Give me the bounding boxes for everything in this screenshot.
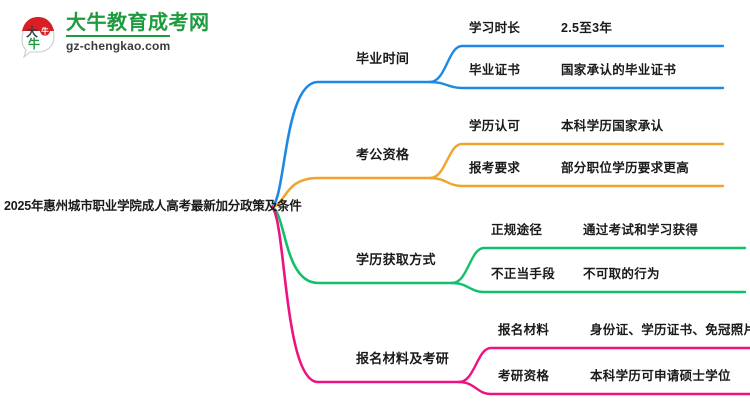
site-logo: 牛 大 牛 大牛教育成考网 gz-chengkao.com xyxy=(14,8,210,60)
leaf-value-3-1: 通过考试和学习获得 xyxy=(583,223,699,237)
leaf-value-4-2: 本科学历可申请硕士学位 xyxy=(590,369,731,383)
root-topic: 2025年惠州城市职业学院成人高考最新加分政策及条件 xyxy=(4,199,302,213)
daniu-logo-icon: 牛 大 牛 xyxy=(21,17,55,58)
subbranch-label-4-1: 报名材料 xyxy=(498,323,550,337)
logo-domain: gz-chengkao.com xyxy=(66,35,171,54)
subbranch-label-3-2: 不正当手段 xyxy=(491,267,556,281)
svg-text:牛: 牛 xyxy=(28,36,40,51)
leaf-value-2-2: 部分职位学历要求更高 xyxy=(561,161,690,175)
logo-brand-name: 大牛教育成考网 xyxy=(66,12,210,34)
subbranch-label-2-1: 学历认可 xyxy=(469,119,521,133)
svg-text:大: 大 xyxy=(26,24,38,39)
leaf-value-1-1: 2.5至3年 xyxy=(561,21,613,35)
subbranch-label-1-2: 毕业证书 xyxy=(469,63,521,77)
leaf-value-1-2: 国家承认的毕业证书 xyxy=(561,63,677,77)
branch-label-4: 报名材料及考研 xyxy=(356,351,450,366)
branch-label-3: 学历获取方式 xyxy=(356,252,436,267)
branch-label-1: 毕业时间 xyxy=(356,51,410,66)
leaf-value-2-1: 本科学历国家承认 xyxy=(561,119,664,133)
leaf-value-4-1: 身份证、学历证书、免冠照片 xyxy=(590,323,750,337)
subbranch-label-3-1: 正规途径 xyxy=(491,223,543,237)
subbranch-label-1-1: 学习时长 xyxy=(469,21,521,35)
branch-label-2: 考公资格 xyxy=(356,147,410,162)
subbranch-label-4-2: 考研资格 xyxy=(498,369,550,383)
svg-text:牛: 牛 xyxy=(41,25,49,35)
leaf-value-3-2: 不可取的行为 xyxy=(583,267,660,281)
subbranch-label-2-2: 报考要求 xyxy=(469,161,521,175)
